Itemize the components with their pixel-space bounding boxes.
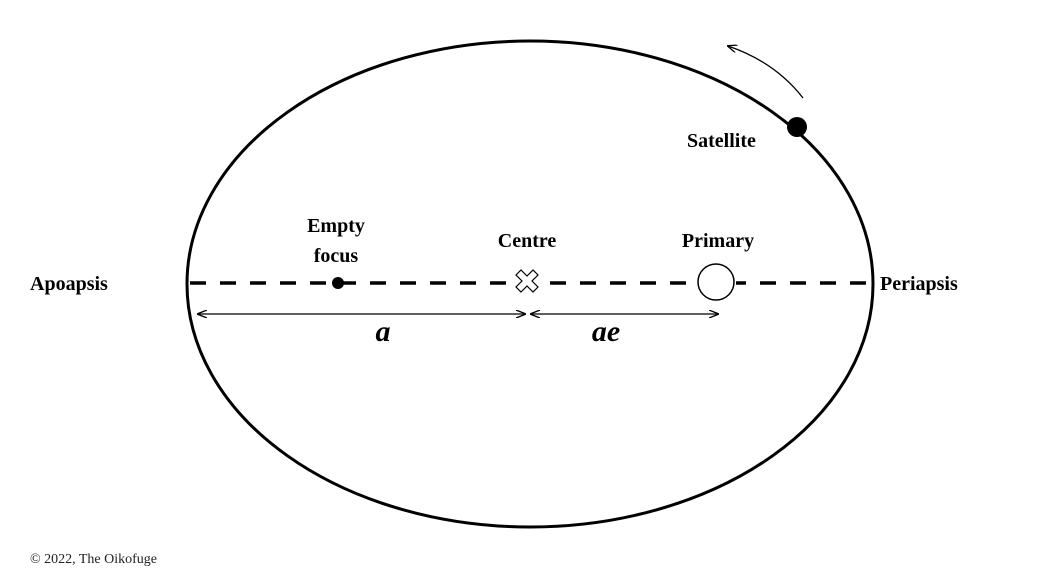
ae-label: ae bbox=[592, 315, 620, 348]
periapsis-label: Periapsis bbox=[880, 273, 958, 295]
primary-body bbox=[697, 263, 735, 301]
empty-focus-label-2: focus bbox=[314, 245, 359, 267]
apoapsis-label: Apoapsis bbox=[30, 273, 108, 295]
centre-cross-icon bbox=[515, 269, 539, 293]
direction-arrow bbox=[728, 46, 804, 99]
empty-focus-label-1: Empty bbox=[307, 215, 365, 237]
satellite-dot bbox=[787, 117, 807, 137]
satellite-label: Satellite bbox=[687, 130, 756, 152]
primary-label: Primary bbox=[682, 230, 754, 252]
orbit-ellipse bbox=[185, 39, 875, 529]
copyright-text: © 2022, The Oikofuge bbox=[30, 552, 157, 567]
empty-focus-dot bbox=[332, 277, 344, 289]
a-label: a bbox=[376, 315, 391, 348]
centre-label: Centre bbox=[498, 230, 557, 252]
